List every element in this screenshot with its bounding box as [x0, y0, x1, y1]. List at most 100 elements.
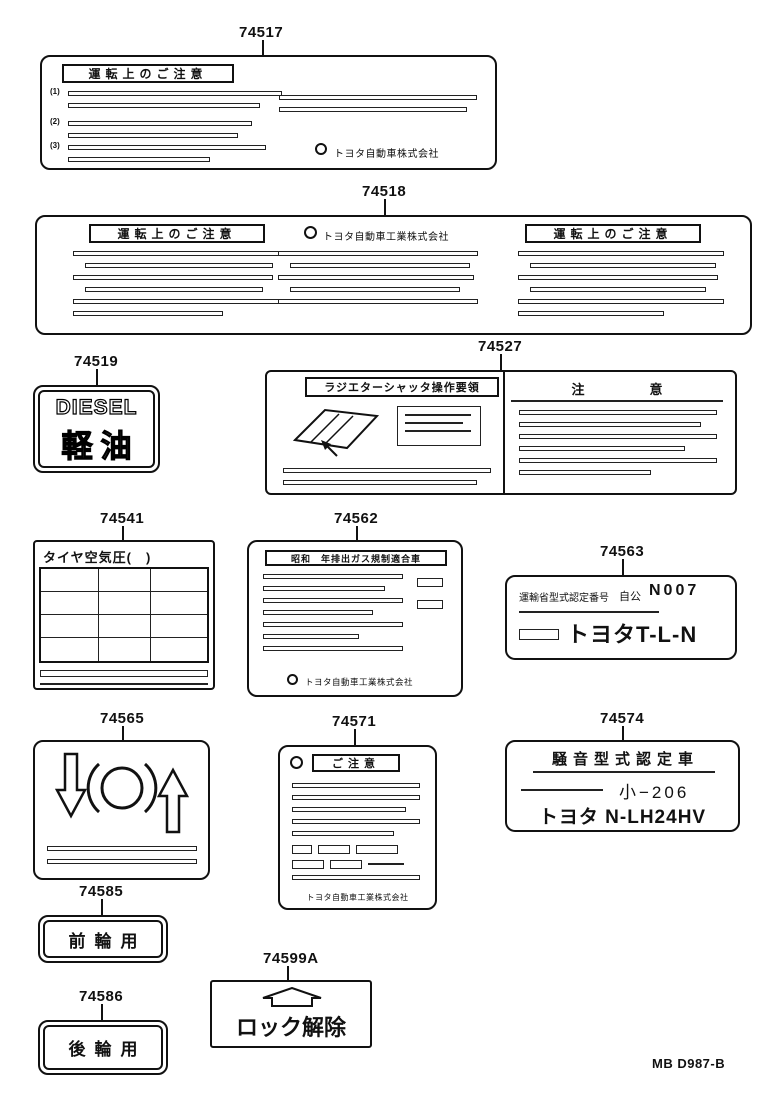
- leader-line: [101, 1004, 103, 1020]
- text-line: [368, 863, 404, 865]
- table-cell: [41, 592, 99, 615]
- rear-wheel-text: 後輪用: [68, 1040, 147, 1059]
- leader-line: [96, 369, 98, 385]
- caution-label-74571: ご注意 トヨタ自動車工業株式会社: [278, 745, 437, 910]
- text-line: [278, 275, 474, 280]
- text-line: [68, 121, 252, 126]
- text-line: [292, 795, 420, 800]
- text-line: [68, 145, 266, 150]
- text-line: [521, 789, 603, 791]
- text-line: [68, 91, 282, 96]
- text-line: [263, 634, 359, 639]
- label-title-right: 運転上のご注意: [525, 224, 701, 243]
- table-cell: [151, 569, 207, 592]
- text-line: [290, 287, 460, 292]
- leader-line: [122, 726, 124, 740]
- leader-line: [354, 729, 356, 745]
- inner-border: [38, 390, 155, 468]
- caution-heading: 注 意: [571, 382, 689, 397]
- diesel-text: DIESEL: [55, 395, 138, 419]
- text-line: [519, 434, 717, 439]
- leader-line: [622, 726, 624, 740]
- table-cell: [99, 615, 151, 638]
- text-line: [279, 95, 477, 100]
- list-marker: (3): [50, 141, 60, 150]
- text-line: [292, 875, 420, 880]
- type-certification-label-74563: 運輸省型式認定番号 自公 N007 トヨタT-L-N: [505, 575, 737, 660]
- list-marker: (2): [50, 117, 60, 126]
- caution-label-74517: 運転上のご注意 (1) (2) (3) トヨタ自動車株式会社: [40, 55, 497, 170]
- company-name: トヨタ自動車株式会社: [334, 149, 439, 160]
- text-line: [519, 446, 685, 451]
- text-line: [263, 574, 403, 579]
- part-number-74574: 74574: [600, 710, 645, 727]
- text-line: [290, 263, 470, 268]
- part-number-74563: 74563: [600, 543, 645, 560]
- caution-label-74518: 運転上のご注意 トヨタ自動車工業株式会社 運転上のご注意: [35, 215, 752, 335]
- light-oil-text: 軽油: [61, 428, 140, 464]
- text-line: [68, 157, 210, 162]
- underline: [533, 771, 715, 773]
- text-line: [73, 275, 273, 280]
- tire-pressure-table: [39, 567, 209, 663]
- model-code-text: トヨタT-L-N: [567, 622, 698, 647]
- lock-release-label-74599A: ロック解除: [210, 980, 372, 1048]
- table-cell: [41, 615, 99, 638]
- text-line: [68, 133, 238, 138]
- label-title-left: 運転上のご注意: [89, 224, 265, 243]
- part-number-74585: 74585: [79, 883, 124, 900]
- text-line: [73, 299, 279, 304]
- front-wheel-text: 前輪用: [68, 931, 147, 951]
- company-name: トヨタ自動車工業株式会社: [323, 232, 449, 243]
- text-line: [292, 831, 394, 836]
- underline: [511, 400, 723, 402]
- rotation-caution-label-74565: [33, 740, 210, 880]
- text-line: [405, 422, 463, 424]
- part-number-74565: 74565: [100, 710, 145, 727]
- emission-label-74562: 昭和 年排出ガス規制適合車 トヨタ自動車工業株式会社: [247, 540, 463, 697]
- text-box: [397, 406, 481, 446]
- part-number-74562: 74562: [334, 510, 379, 527]
- diesel-label-74519: DIESEL 軽油: [33, 385, 160, 473]
- maker-mark-icon: [287, 674, 298, 685]
- front-wheel-label-74585: 前輪用: [38, 915, 168, 963]
- label-title: 昭和 年排出ガス規制適合車: [265, 550, 447, 566]
- part-number-74599A: 74599A: [263, 950, 319, 967]
- inner-border: [43, 920, 163, 958]
- up-down-arrows-icon: [54, 752, 190, 834]
- text-line: [292, 819, 420, 824]
- underline: [519, 611, 659, 613]
- certification-caption: 運輸省型式認定番号: [519, 593, 609, 604]
- text-box: [356, 845, 398, 854]
- text-line: [283, 480, 477, 485]
- text-line: [519, 422, 701, 427]
- text-box: [330, 860, 362, 869]
- noise-title: 騒音型式認定車: [551, 751, 699, 768]
- inner-border: [43, 1025, 163, 1070]
- part-number-74517: 74517: [239, 24, 284, 41]
- maker-mark-icon: [315, 143, 327, 155]
- text-line: [263, 586, 385, 591]
- text-line: [518, 311, 664, 316]
- leader-line: [384, 199, 386, 215]
- text-line: [519, 410, 717, 415]
- text-line: [405, 430, 471, 432]
- radiator-shutter-icon: [292, 408, 380, 457]
- text-line: [278, 251, 478, 256]
- text-line: [278, 299, 478, 304]
- text-line: [283, 468, 491, 473]
- table-cell: [99, 638, 151, 661]
- certification-class: 自公: [619, 591, 641, 603]
- label-title: 運転上のご注意: [62, 64, 234, 83]
- leader-line: [122, 526, 124, 540]
- text-line: [263, 646, 403, 651]
- text-line: [518, 251, 724, 256]
- part-number-74519: 74519: [74, 353, 119, 370]
- text-line: [292, 807, 406, 812]
- radiator-shutter-label-74527: ラジエターシャッタ操作要領 注 意: [265, 370, 737, 495]
- text-box: [417, 600, 443, 609]
- text-line: [530, 263, 716, 268]
- leader-line: [622, 559, 624, 575]
- page-code: MB D987-B: [652, 1056, 726, 1071]
- label-title: ラジエターシャッタ操作要領: [305, 377, 499, 397]
